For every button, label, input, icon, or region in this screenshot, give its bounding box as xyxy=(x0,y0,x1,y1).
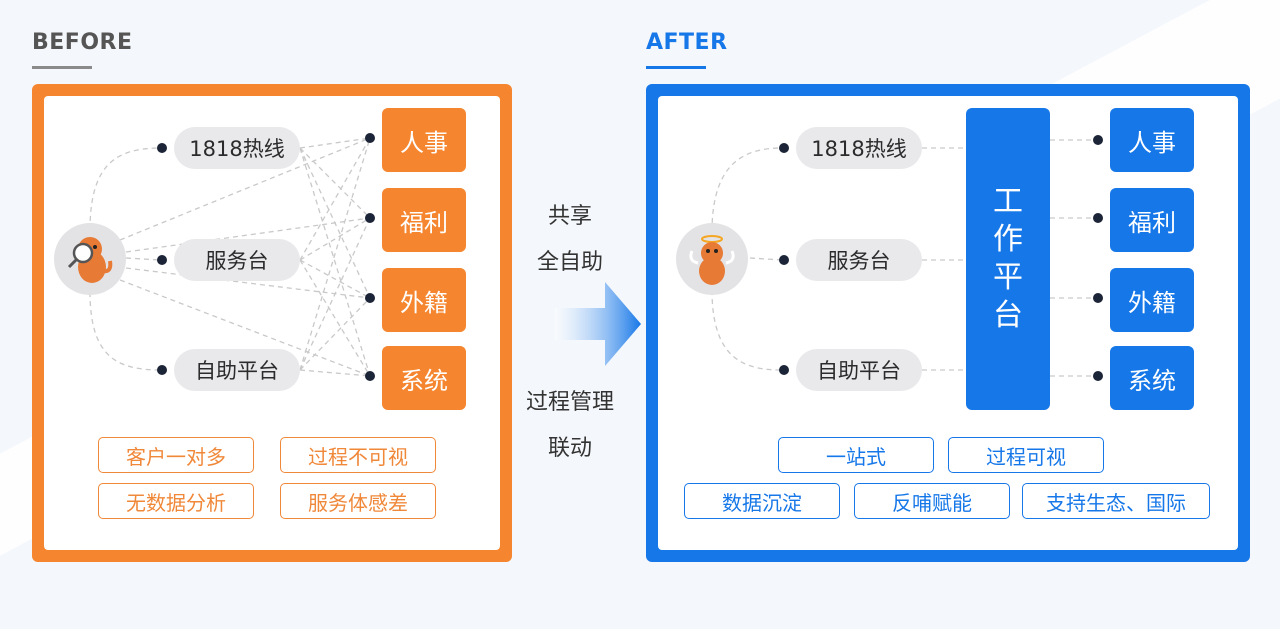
before-problem-tag: 客户一对多 xyxy=(98,437,254,473)
hub-char: 作 xyxy=(993,222,1023,257)
after-service-dot xyxy=(1093,135,1103,145)
before-service-system: 系统 xyxy=(382,346,466,410)
after-service-dot xyxy=(1093,371,1103,381)
before-service-dot xyxy=(365,133,375,143)
before-service-welfare: 福利 xyxy=(382,188,466,252)
before-channel-self-service: 自助平台 xyxy=(174,349,300,391)
before-service-dot xyxy=(365,213,375,223)
after-channel-hotline: 1818热线 xyxy=(796,127,922,169)
after-channel-self-service: 自助平台 xyxy=(796,349,922,391)
after-channel-dot xyxy=(779,255,789,265)
before-channel-hotline: 1818热线 xyxy=(174,127,300,169)
after-title: AFTER xyxy=(646,30,728,55)
mascot-angel-icon xyxy=(676,223,748,295)
after-benefit-tag: 一站式 xyxy=(778,437,934,473)
right-arrow-icon xyxy=(555,282,641,366)
middle-top-line1: 共享 xyxy=(547,204,592,229)
before-channel-dot xyxy=(157,143,167,153)
middle-top-line2: 全自助 xyxy=(536,250,603,275)
middle-bottom-line1: 过程管理 xyxy=(525,390,614,415)
after-service-expat: 外籍 xyxy=(1110,268,1194,332)
before-channel-service-desk: 服务台 xyxy=(174,239,300,281)
after-benefit-tag: 数据沉淀 xyxy=(684,483,840,519)
mascot-magnifier-icon xyxy=(54,223,126,295)
after-benefit-tag: 反哺赋能 xyxy=(854,483,1010,519)
after-connector-lines xyxy=(711,139,1098,377)
before-service-expat: 外籍 xyxy=(382,268,466,332)
work-platform-hub: 工 作 平 台 xyxy=(966,108,1050,410)
after-channel-dot xyxy=(779,143,789,153)
middle-bottom-line2: 联动 xyxy=(547,436,592,461)
before-service-dot xyxy=(365,371,375,381)
after-service-hr: 人事 xyxy=(1110,108,1194,172)
after-channel-service-desk: 服务台 xyxy=(796,239,922,281)
after-service-dot xyxy=(1093,213,1103,223)
after-channel-dot xyxy=(779,365,789,375)
hub-char: 平 xyxy=(993,260,1023,295)
hub-char: 台 xyxy=(993,298,1023,333)
before-title: BEFORE xyxy=(32,30,133,55)
after-service-dot xyxy=(1093,293,1103,303)
hub-char: 工 xyxy=(993,184,1023,219)
after-service-system: 系统 xyxy=(1110,346,1194,410)
before-problem-tag: 过程不可视 xyxy=(280,437,436,473)
before-service-hr: 人事 xyxy=(382,108,466,172)
before-problem-tag: 服务体感差 xyxy=(280,483,436,519)
after-benefit-tag: 过程可视 xyxy=(948,437,1104,473)
before-problem-tag: 无数据分析 xyxy=(98,483,254,519)
before-title-underline xyxy=(32,66,92,69)
after-benefit-tag: 支持生态、国际 xyxy=(1022,483,1210,519)
after-service-welfare: 福利 xyxy=(1110,188,1194,252)
before-channel-dot xyxy=(157,255,167,265)
before-connector-lines xyxy=(89,137,371,377)
before-service-dot xyxy=(365,293,375,303)
before-channel-dot xyxy=(157,365,167,375)
after-title-underline xyxy=(646,66,706,69)
